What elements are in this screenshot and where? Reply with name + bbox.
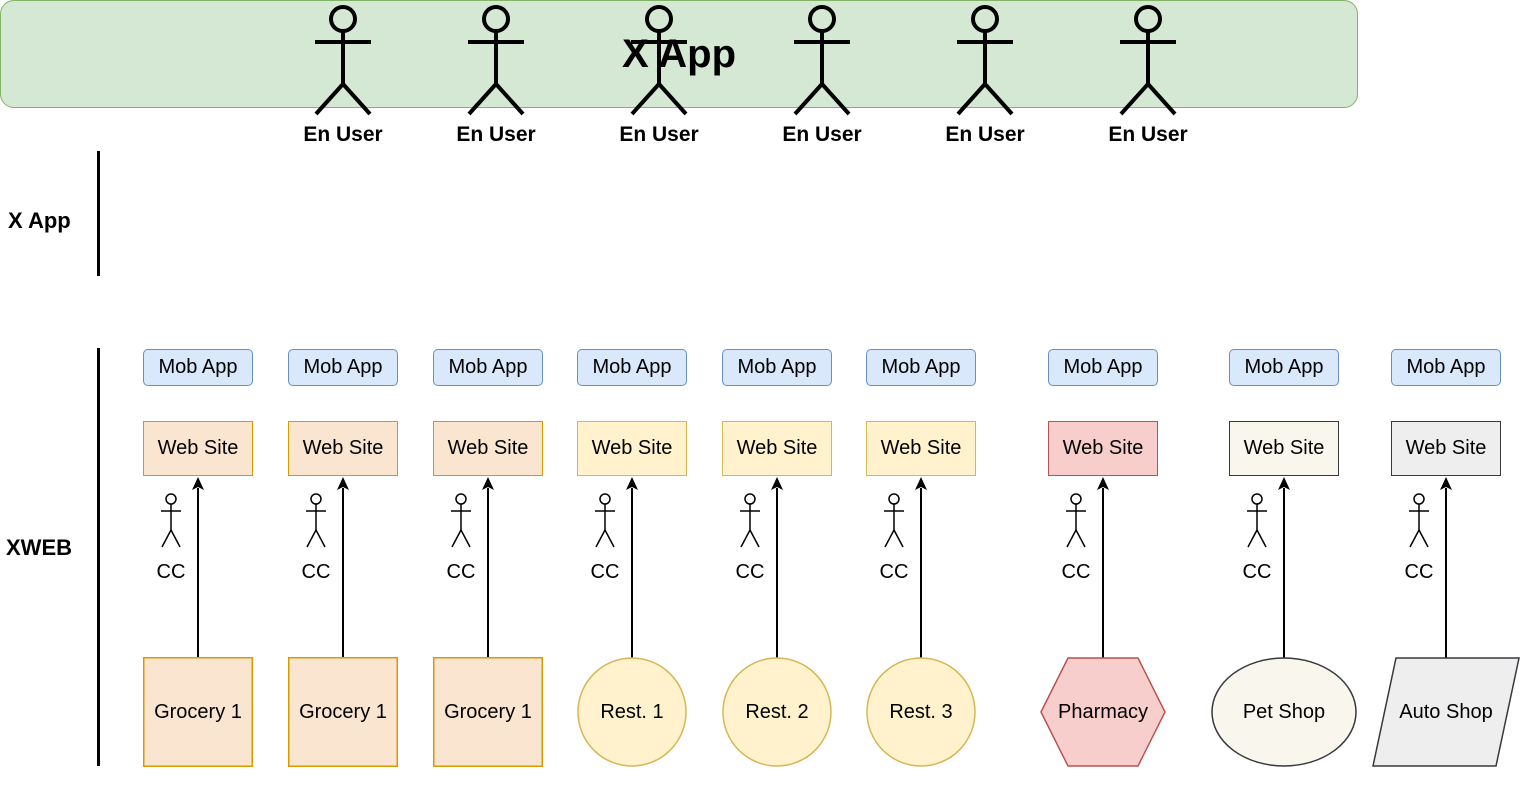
web-site-box[interactable]: Web Site [143,421,253,476]
connector-arrow [1278,477,1290,658]
cc-person-icon [884,493,904,548]
cc-label: CC [590,561,620,583]
mob-app-box[interactable]: Mob App [722,349,832,386]
mob-app-box[interactable]: Mob App [1229,349,1339,386]
store-label: Grocery 1 [299,700,387,723]
web-site-box[interactable]: Web Site [288,421,398,476]
store-label: Rest. 2 [745,700,809,723]
mob-app-box[interactable]: Mob App [1391,349,1501,386]
web-site-box[interactable]: Web Site [1391,421,1501,476]
cc-label: CC [446,561,476,583]
web-site-box[interactable]: Web Site [577,421,687,476]
store-node[interactable]: Rest. 1 [577,657,687,767]
store-shape-circle [866,657,976,767]
cc-person-icon [1409,493,1429,548]
mob-app-box[interactable]: Mob App [143,349,253,386]
store-label: Grocery 1 [444,700,532,723]
store-shape-parallelogram [1372,657,1520,767]
end-user-label: En User [456,123,536,146]
store-label: Rest. 1 [600,700,664,723]
store-shape-square [433,657,543,767]
mob-app-box[interactable]: Mob App [433,349,543,386]
person-icon [956,5,1014,116]
store-node[interactable]: Grocery 1 [433,657,543,767]
end-user-label: En User [945,123,1025,146]
store-shape-ellipse [1211,657,1357,767]
store-node[interactable]: Grocery 1 [288,657,398,767]
connector-arrow [192,477,204,658]
cc-label: CC [1061,561,1091,583]
end-user-actor: En User [436,0,556,147]
cc-label: CC [735,561,765,583]
cc-label: CC [879,561,909,583]
cc-person-icon [161,493,181,548]
connector-arrow [915,477,927,658]
store-label: Rest. 3 [889,700,953,723]
end-user-label: En User [619,123,699,146]
cc-person-icon [1247,493,1267,548]
store-node[interactable]: Rest. 3 [866,657,976,767]
store-node[interactable]: Auto Shop [1372,657,1520,767]
store-node[interactable]: Rest. 2 [722,657,832,767]
x-app-section-label: X App [8,208,71,233]
cc-label: CC [1404,561,1434,583]
connector-arrow [482,477,494,658]
end-user-actor: En User [1088,0,1208,147]
store-label: Auto Shop [1399,700,1493,723]
web-site-box[interactable]: Web Site [722,421,832,476]
store-shape-circle [577,657,687,767]
end-user-label: En User [1108,123,1188,146]
store-label: Pet Shop [1242,700,1326,723]
xweb-section-label: XWEB [6,535,72,560]
person-icon [1119,5,1177,116]
cc-label: CC [1242,561,1272,583]
store-shape-hexagon [1040,657,1166,767]
web-site-box[interactable]: Web Site [866,421,976,476]
store-label: Grocery 1 [154,700,242,723]
person-icon [314,5,372,116]
person-icon [467,5,525,116]
cc-label: CC [156,561,186,583]
cc-label: CC [301,561,331,583]
cc-person-icon [451,493,471,548]
end-user-label: En User [303,123,383,146]
store-node[interactable]: Pharmacy [1040,657,1166,767]
end-user-actor: En User [925,0,1045,147]
connector-arrow [337,477,349,658]
person-icon [630,5,688,116]
end-user-actor: En User [599,0,719,147]
end-user-label: En User [782,123,862,146]
store-shape-square [288,657,398,767]
mob-app-box[interactable]: Mob App [577,349,687,386]
connector-arrow [1440,477,1452,658]
connector-arrow [626,477,638,658]
mob-app-box[interactable]: Mob App [1048,349,1158,386]
mob-app-box[interactable]: Mob App [288,349,398,386]
store-shape-square [143,657,253,767]
cc-person-icon [306,493,326,548]
store-node[interactable]: Grocery 1 [143,657,253,767]
store-label: Pharmacy [1057,700,1149,723]
web-site-box[interactable]: Web Site [433,421,543,476]
mob-app-box[interactable]: Mob App [866,349,976,386]
end-user-actor: En User [283,0,403,147]
cc-person-icon [1066,493,1086,548]
x-app-section-divider [97,151,100,276]
web-site-box[interactable]: Web Site [1229,421,1339,476]
store-node[interactable]: Pet Shop [1211,657,1357,767]
connector-arrow [771,477,783,658]
end-user-actor: En User [762,0,882,147]
web-site-box[interactable]: Web Site [1048,421,1158,476]
cc-person-icon [740,493,760,548]
connector-arrow [1097,477,1109,658]
xweb-section-divider [97,348,100,766]
person-icon [793,5,851,116]
cc-person-icon [595,493,615,548]
store-shape-circle [722,657,832,767]
